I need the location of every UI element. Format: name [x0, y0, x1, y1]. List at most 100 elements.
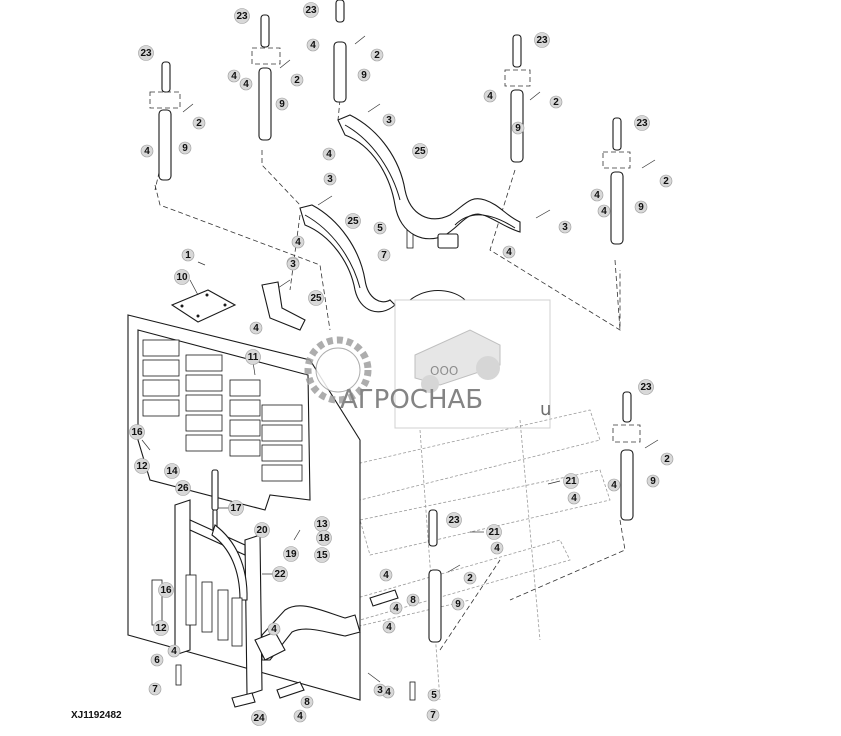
callout-16: 16: [129, 424, 145, 440]
callout-balloon: [558, 220, 572, 234]
callout-number: 4: [487, 91, 493, 102]
callout-number: 4: [393, 603, 399, 614]
callout-number: 23: [536, 35, 548, 46]
callout-balloon: [164, 463, 180, 479]
callout-number: 2: [374, 50, 380, 61]
callout-2: 2: [463, 571, 477, 585]
callout-5: 5: [427, 688, 441, 702]
callout-number: 9: [638, 202, 644, 213]
callout-number: 13: [316, 519, 328, 530]
callout-25: 25: [412, 143, 428, 159]
arm-lower-25: [261, 204, 466, 331]
pin-stack-5: [602, 117, 631, 245]
callout-9: 9: [511, 121, 525, 135]
callout-number: 8: [410, 595, 416, 606]
callout-17: 17: [228, 500, 244, 516]
callout-balloon: [406, 593, 420, 607]
callout-balloon: [379, 568, 393, 582]
callout-balloon: [300, 695, 314, 709]
callout-number: 4: [594, 190, 600, 201]
callout-4: 4: [239, 77, 253, 91]
callout-21: 21: [563, 473, 579, 489]
callout-3: 3: [286, 257, 300, 271]
callout-balloon: [634, 200, 648, 214]
callout-4: 4: [490, 541, 504, 555]
callout-13: 13: [314, 516, 330, 532]
callout-18: 18: [316, 530, 332, 546]
callout-21: 21: [486, 524, 502, 540]
callout-balloon: [486, 524, 502, 540]
callout-23: 23: [634, 115, 650, 131]
callout-number: 4: [243, 79, 249, 90]
callout-balloon: [275, 97, 289, 111]
callout-balloon: [563, 473, 579, 489]
callout-number: 4: [295, 237, 301, 248]
watermark-company-name: АГРОСНАБ: [340, 385, 483, 415]
callout-number: 4: [611, 480, 617, 491]
pin-23: [512, 34, 522, 68]
callout-balloon: [283, 546, 299, 562]
callout-balloon: [373, 221, 387, 235]
callout-number: 26: [177, 483, 189, 494]
callout-balloon: [389, 601, 403, 615]
pin-23: [428, 509, 438, 547]
callout-number: 23: [140, 48, 152, 59]
callout-balloon: [267, 622, 281, 636]
callout-number: 4: [601, 206, 607, 217]
callout-balloon: [291, 235, 305, 249]
pin-9: [620, 449, 634, 521]
callout-number: 23: [448, 515, 460, 526]
pin-23: [622, 391, 632, 423]
figure-id: XJ1192482: [71, 710, 122, 721]
callout-balloon: [290, 73, 304, 87]
callout-number: 4: [231, 71, 237, 82]
callout-25: 25: [308, 290, 324, 306]
callout-number: 21: [488, 527, 500, 538]
callout-number: 4: [506, 247, 512, 258]
callout-4: 4: [502, 245, 516, 259]
callout-number: 9: [182, 143, 188, 154]
callout-number: 2: [294, 75, 300, 86]
callout-3: 3: [323, 172, 337, 186]
callout-balloon: [634, 115, 650, 131]
callout-4: 4: [597, 204, 611, 218]
callout-2: 2: [370, 48, 384, 62]
callout-balloon: [427, 688, 441, 702]
callout-number: 23: [305, 5, 317, 16]
support-frame-22: [151, 499, 361, 696]
pin-9: [258, 67, 272, 141]
callout-number: 7: [152, 684, 158, 695]
callout-number: 20: [256, 525, 268, 536]
callout-number: 3: [562, 222, 568, 233]
callout-number: 17: [230, 503, 242, 514]
callout-19: 19: [283, 546, 299, 562]
callout-number: 3: [377, 685, 383, 696]
callout-number: 25: [310, 293, 322, 304]
callout-4: 4: [322, 147, 336, 161]
callout-4: 4: [379, 568, 393, 582]
callout-balloon: [306, 38, 320, 52]
callout-balloon: [293, 709, 307, 723]
callout-balloon: [446, 512, 462, 528]
pin-stack-3: [333, 0, 347, 103]
callout-balloon: [483, 89, 497, 103]
callout-balloon: [502, 245, 516, 259]
callout-number: 15: [316, 550, 328, 561]
callout-balloon: [412, 143, 428, 159]
pin-23: [612, 117, 622, 151]
pin-stack-7: [428, 509, 442, 643]
callout-11: 11: [245, 349, 261, 365]
callout-balloon: [534, 32, 550, 48]
watermark-gear-icon: [304, 336, 372, 404]
callout-number: 18: [318, 533, 330, 544]
callout-balloon: [597, 204, 611, 218]
pin-9: [333, 41, 347, 103]
callout-12: 12: [134, 458, 150, 474]
callout-16: 16: [158, 582, 174, 598]
callout-balloon: [239, 77, 253, 91]
callout-number: 25: [347, 216, 359, 227]
callout-balloon: [174, 269, 190, 285]
callout-number: 9: [650, 476, 656, 487]
callout-balloon: [646, 474, 660, 488]
callout-number: 4: [253, 323, 259, 334]
